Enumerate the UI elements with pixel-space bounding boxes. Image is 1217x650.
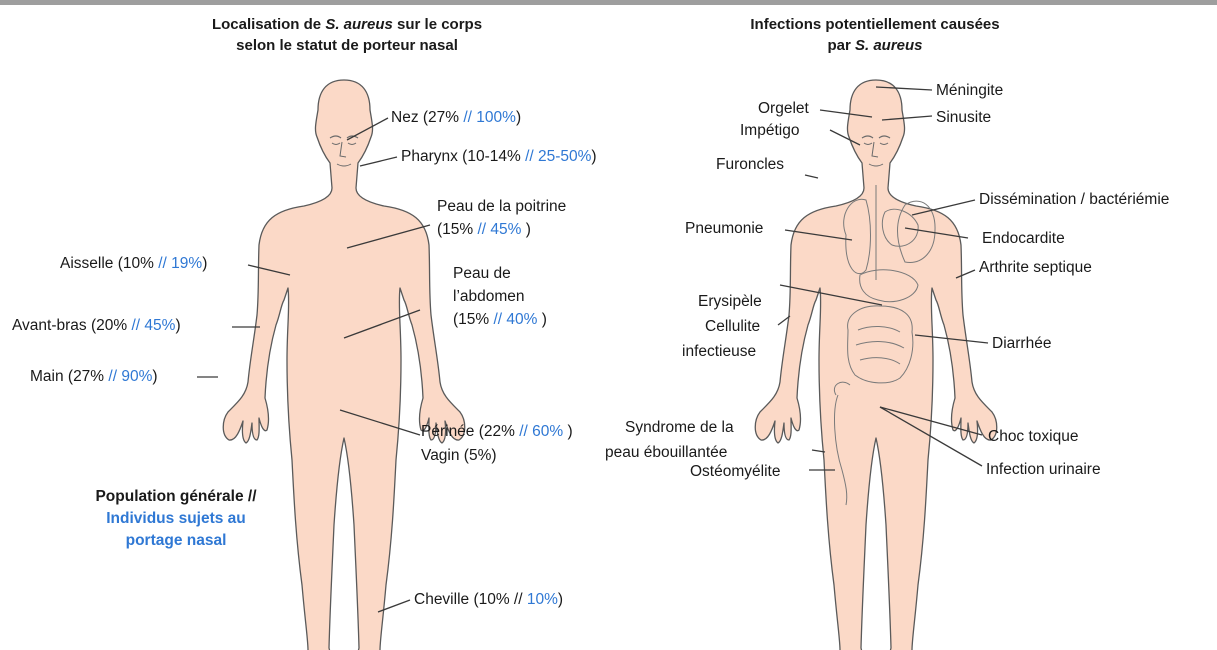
label-erysipelas: Erysipèle	[698, 292, 762, 311]
label-scalded-skin-line1: Syndrome de la	[625, 418, 734, 437]
label-urinary-infection: Infection urinaire	[986, 460, 1101, 479]
label-hand: Main (27% // 90%)	[30, 367, 158, 386]
label-armpit: Aisselle (10% // 19%)	[60, 254, 207, 273]
label-ankle: Cheville (10% // 10%)	[414, 590, 563, 609]
label-cellulitis-line2: infectieuse	[682, 342, 756, 361]
right-panel-title: Infections potentiellement causées par S…	[700, 14, 1050, 56]
label-pharynx: Pharynx (10-14% // 25-50%)	[401, 147, 597, 166]
leader-boils	[805, 175, 818, 178]
label-septic-arthritis: Arthrite septique	[979, 258, 1092, 277]
label-osteomyelitis: Ostéomyélite	[690, 462, 780, 481]
label-nose: Nez (27% // 100%)	[391, 108, 521, 127]
label-boils: Furoncles	[716, 155, 784, 174]
leader-pharynx	[360, 157, 397, 166]
label-endocarditis: Endocardite	[982, 229, 1065, 248]
label-dissemination: Dissémination / bactériémie	[979, 190, 1169, 209]
label-sinusitis: Sinusite	[936, 108, 991, 127]
label-scalded-skin-line2: peau ébouillantée	[605, 443, 727, 462]
label-toxic-shock: Choc toxique	[988, 427, 1078, 446]
right-body	[755, 80, 997, 650]
label-pneumonia: Pneumonie	[685, 219, 763, 238]
legend: Population générale // Individus sujets …	[60, 486, 292, 552]
label-stye: Orgelet	[758, 99, 809, 118]
label-forearm: Avant-bras (20% // 45%)	[12, 316, 181, 335]
label-meningitis: Méningite	[936, 81, 1003, 100]
label-perineum: Périnée (22% // 60% ) Vagin (5%)	[421, 420, 573, 468]
left-panel-title: Localisation de S. aureus sur le corps s…	[140, 14, 554, 56]
label-diarrhea: Diarrhée	[992, 334, 1051, 353]
label-chest-skin: Peau de la poitrine (15% // 45% )	[437, 195, 566, 241]
label-cellulitis-line1: Cellulite	[705, 317, 760, 336]
label-impetigo: Impétigo	[740, 121, 799, 140]
label-abdomen-skin: Peau de l’abdomen (15% // 40% )	[453, 262, 547, 331]
